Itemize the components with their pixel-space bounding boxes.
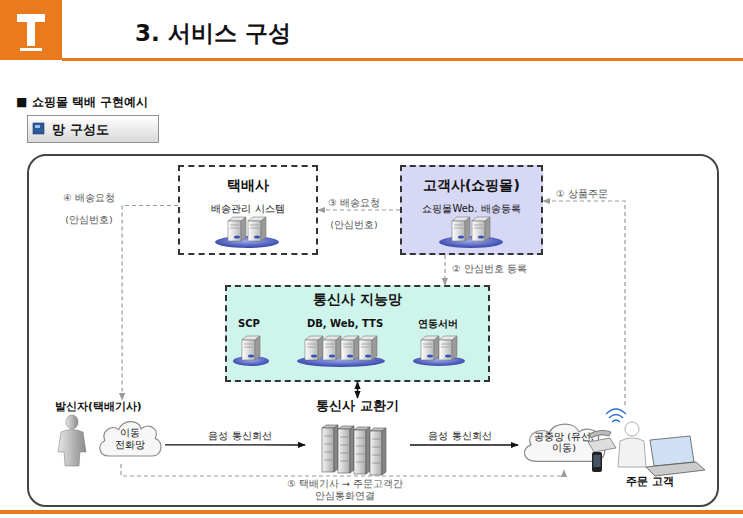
cloud-outline xyxy=(524,424,604,461)
customer-figure xyxy=(618,438,646,467)
edge-label: 음성 통신회선 xyxy=(195,430,285,442)
edge-label: ④ 배송요청 (안심번호) xyxy=(60,187,118,231)
signal-arc xyxy=(606,409,626,414)
logo-mark xyxy=(17,14,45,46)
slide-title: 3. 서비스 구성 xyxy=(135,20,555,48)
network-box: 통신사 지능망 SCP DB, Web, TTS연동서버 xyxy=(225,285,490,382)
cloud-node: 공중망 (유선,이동) xyxy=(518,418,610,470)
connector xyxy=(444,255,445,285)
node-title: 고객사(쇼핑몰) xyxy=(402,177,541,194)
node-title: 택배사 xyxy=(180,177,316,194)
edge-label: ② 안심번호 등록 xyxy=(452,263,542,274)
laptop-base xyxy=(646,462,705,476)
edge-label: ⑤ 택배기사 → 주문고객간 안심통화연결 xyxy=(270,478,420,501)
system-box: 택배사배송관리 시스템 xyxy=(178,165,318,255)
switch-cabinet xyxy=(338,426,354,473)
footer-rule xyxy=(0,510,743,514)
connector xyxy=(410,444,518,445)
node-text: 쇼핑몰Web. 배송등록 xyxy=(402,203,541,215)
courier-figure xyxy=(66,415,78,429)
node-text: 연동서버 xyxy=(403,318,473,330)
node-title: 공중망 (유선,이동) xyxy=(533,431,595,454)
edge-label: 음성 통신회선 xyxy=(415,430,505,442)
connector xyxy=(121,464,564,476)
diagram-frame xyxy=(28,155,718,506)
switch-cabinet xyxy=(322,425,338,472)
signal-arc xyxy=(612,420,620,422)
switch-cabinet xyxy=(354,427,370,474)
switch-cabinet xyxy=(370,428,386,475)
switch-node: 통신사 교환기 xyxy=(305,398,410,473)
tab-box: 망 구성도 xyxy=(27,115,159,143)
connector xyxy=(318,209,400,210)
node-text: 이동 전화망 xyxy=(112,427,148,451)
courier-figure xyxy=(58,430,86,467)
logo-box xyxy=(0,0,62,60)
node-title: 발신자(택배기사) xyxy=(55,400,165,413)
system-box: 고객사(쇼핑몰) 쇼핑몰Web. 배송등록 xyxy=(400,165,543,255)
connector xyxy=(122,206,178,401)
laptop-screen xyxy=(650,436,694,466)
connector xyxy=(357,382,359,398)
node-text: SCP xyxy=(229,318,269,330)
customer-node: 주문 고객 xyxy=(585,405,715,491)
cloud-node: 발신자(택배기사) 이동 전화망 xyxy=(55,400,165,464)
header-rule xyxy=(62,58,743,61)
signal-arc xyxy=(609,415,623,419)
connector xyxy=(165,444,305,446)
section-label: ■ 쇼핑몰 택배 구현예시 xyxy=(16,95,336,109)
cloud-outline xyxy=(100,422,161,456)
logo-mark xyxy=(20,48,42,51)
edge-label: ③ 배송요청 (안심번호) xyxy=(325,192,383,236)
node-title: 통신사 교환기 xyxy=(305,398,410,414)
node-title: 통신사 지능망 xyxy=(227,291,488,308)
node-text: DB, Web, TTS xyxy=(285,318,405,330)
node-title: 망 구성도 xyxy=(52,122,152,138)
node-text: 배송관리 시스템 xyxy=(180,203,316,215)
edge-label: ① 상품주문 xyxy=(556,188,626,199)
node-title: 주문 고객 xyxy=(585,475,715,488)
connector xyxy=(543,201,625,405)
customer-figure xyxy=(625,422,639,436)
